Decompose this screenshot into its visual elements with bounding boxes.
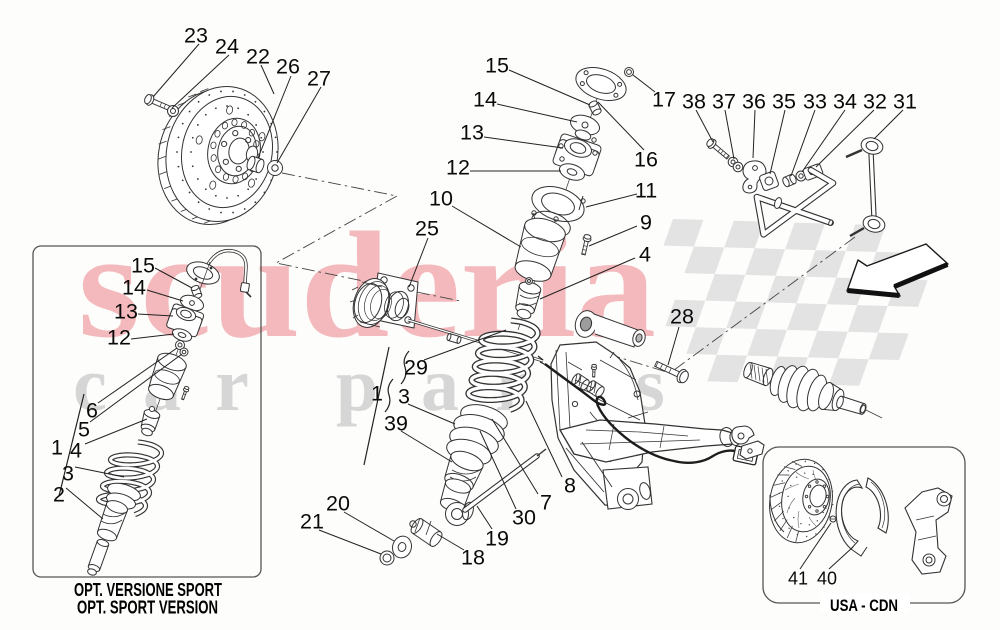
svg-text:3: 3	[62, 462, 74, 486]
svg-text:41: 41	[788, 568, 808, 588]
svg-text:32: 32	[863, 90, 887, 114]
svg-text:28: 28	[670, 305, 694, 329]
svg-text:29: 29	[404, 356, 428, 380]
svg-text:1: 1	[371, 382, 383, 406]
svg-text:r: r	[215, 343, 249, 427]
svg-text:15: 15	[131, 254, 155, 278]
svg-text:2: 2	[53, 483, 65, 507]
svg-text:21: 21	[300, 510, 324, 534]
svg-text:7: 7	[540, 491, 552, 515]
svg-text:23: 23	[184, 24, 208, 48]
svg-text:14: 14	[122, 276, 146, 300]
svg-text:USA - CDN: USA - CDN	[830, 596, 898, 615]
svg-text:27: 27	[307, 67, 331, 91]
svg-text:19: 19	[485, 527, 509, 551]
svg-text:OPT. SPORT VERSION: OPT. SPORT VERSION	[77, 598, 218, 618]
svg-text:13: 13	[114, 300, 138, 324]
svg-text:4: 4	[639, 243, 651, 267]
svg-text:30: 30	[512, 506, 536, 530]
svg-text:31: 31	[893, 90, 917, 114]
svg-text:37: 37	[712, 90, 736, 114]
svg-text:OPT. VERSIONE SPORT: OPT. VERSIONE SPORT	[74, 580, 222, 600]
svg-text:p: p	[336, 343, 378, 427]
svg-text:35: 35	[772, 90, 796, 114]
svg-text:12: 12	[107, 326, 131, 350]
svg-text:33: 33	[803, 90, 827, 114]
svg-text:15: 15	[485, 54, 509, 78]
svg-text:17: 17	[652, 88, 676, 112]
svg-text:16: 16	[634, 148, 658, 172]
svg-text:34: 34	[833, 90, 857, 114]
svg-text:25: 25	[415, 217, 439, 241]
svg-text:20: 20	[326, 492, 350, 516]
svg-text:3: 3	[398, 385, 410, 409]
svg-text:12: 12	[446, 156, 470, 180]
svg-text:38: 38	[682, 90, 706, 114]
svg-text:40: 40	[817, 568, 837, 588]
svg-text:13: 13	[460, 121, 484, 145]
svg-text:6: 6	[86, 399, 98, 423]
svg-text:8: 8	[564, 474, 576, 498]
svg-text:26: 26	[276, 55, 300, 79]
svg-text:10: 10	[429, 187, 453, 211]
svg-text:9: 9	[640, 211, 652, 235]
svg-text:a: a	[421, 343, 459, 427]
svg-text:18: 18	[461, 546, 485, 570]
svg-text:4: 4	[70, 439, 82, 463]
svg-text:22: 22	[246, 45, 270, 69]
svg-text:39: 39	[384, 412, 408, 436]
svg-text:11: 11	[635, 179, 657, 203]
svg-text:5: 5	[78, 418, 90, 442]
svg-text:14: 14	[473, 88, 497, 112]
svg-text:1: 1	[51, 436, 63, 460]
svg-text:24: 24	[215, 35, 239, 59]
svg-text:36: 36	[742, 90, 766, 114]
